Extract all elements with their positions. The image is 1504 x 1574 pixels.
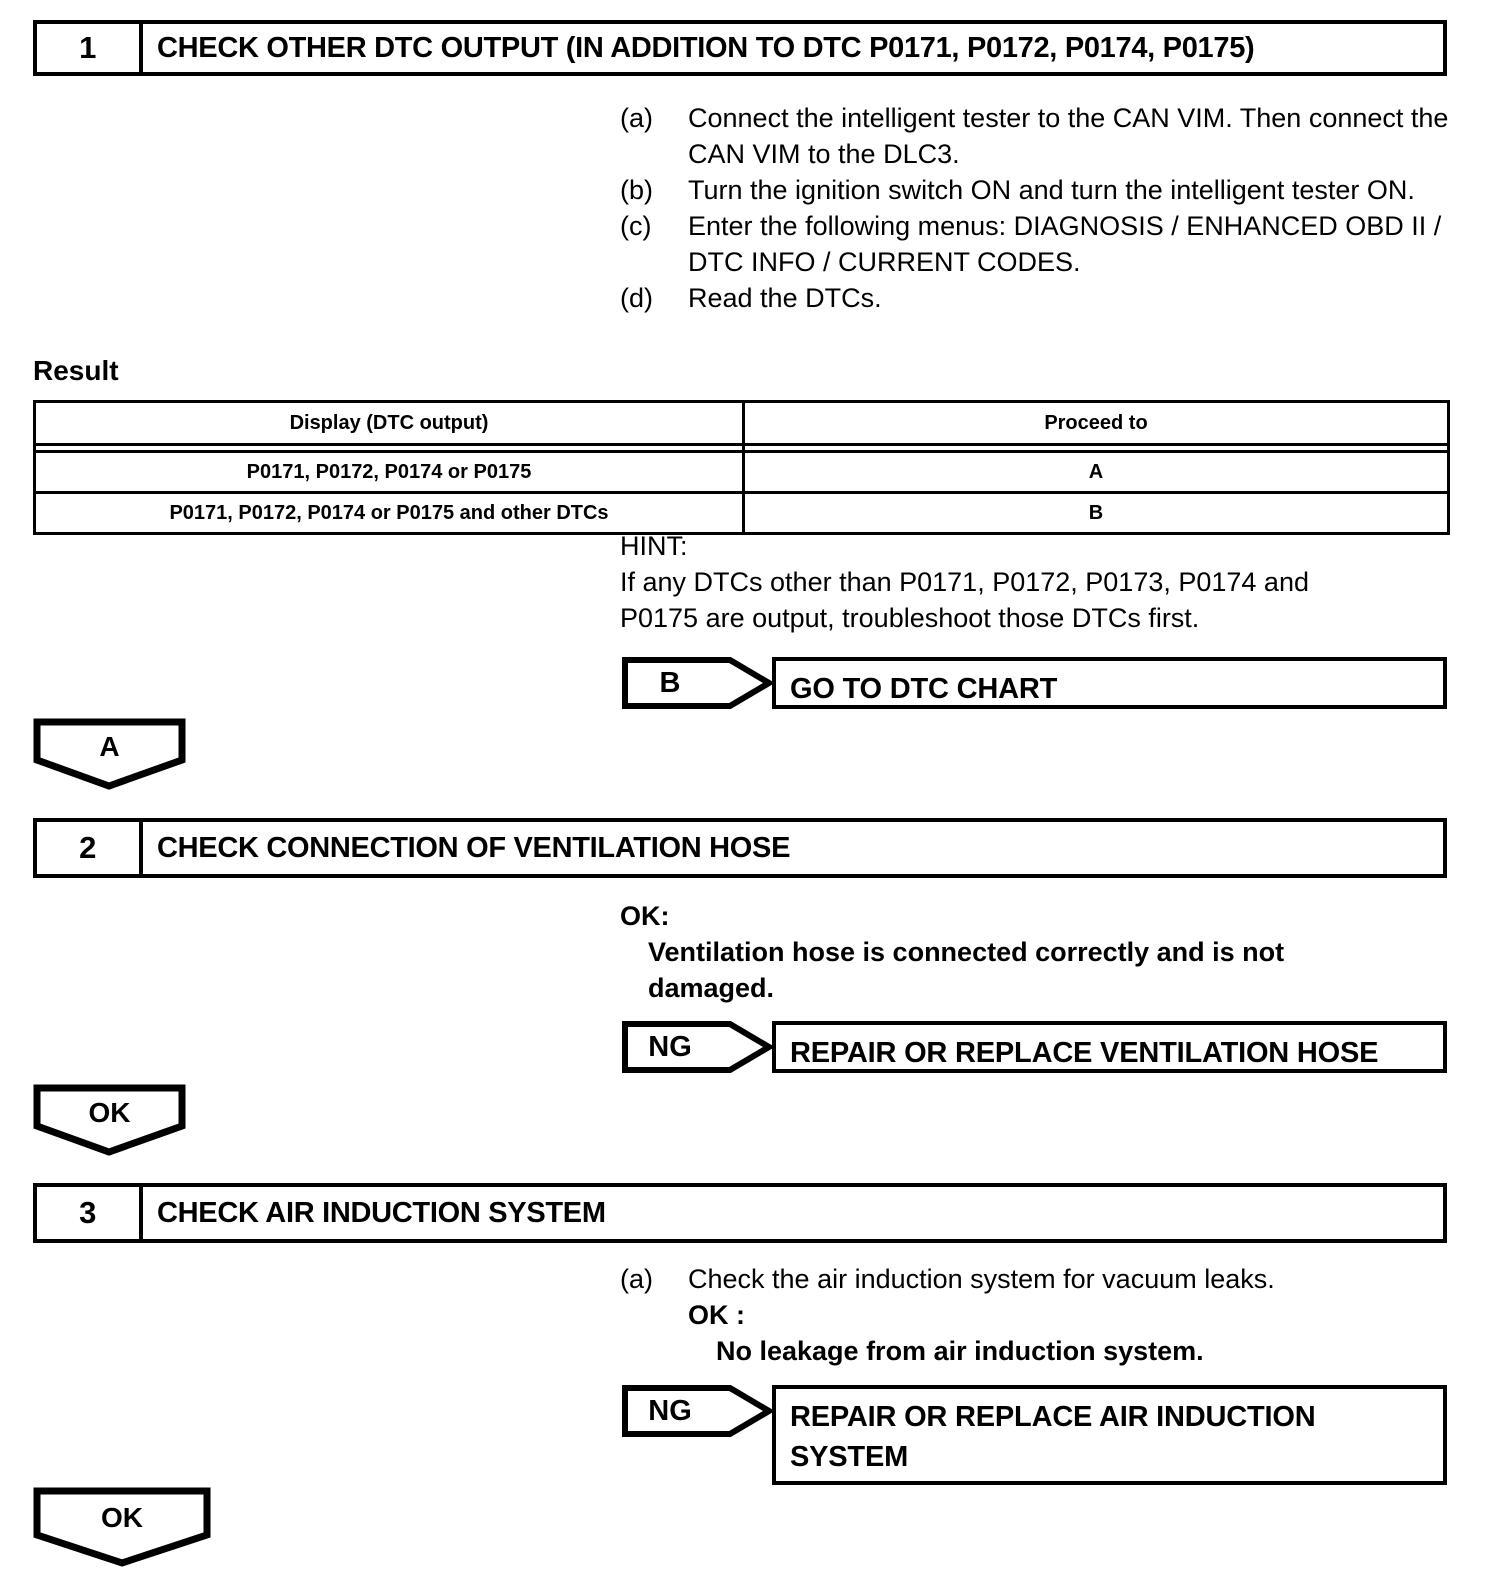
procedure-item: (c) Enter the following menus: DIAGNOSIS… (620, 208, 1450, 280)
branch-ng-air-induction: NG REPAIR OR REPLACE AIR INDUCTION SYSTE… (622, 1385, 1447, 1485)
table-row: P0171, P0172, P0174 or P0175 A (33, 450, 1450, 494)
procedure-item: (b) Turn the ignition switch ON and turn… (620, 172, 1450, 208)
table-header-row: Display (DTC output) Proceed to (33, 400, 1450, 446)
result-label: Result (33, 355, 119, 386)
branch-label: NG (648, 1030, 692, 1063)
branch-action-box: REPAIR OR REPLACE AIR INDUCTION SYSTEM (772, 1385, 1447, 1485)
step-number-2: 2 (37, 822, 143, 874)
branch-b-go-to-dtc-chart: B GO TO DTC CHART (622, 657, 1447, 709)
connector-label: OK (88, 1097, 131, 1128)
chevron-right-icon (622, 657, 772, 709)
step-header-3: 3 CHECK AIR INDUCTION SYSTEM (33, 1183, 1447, 1243)
connector-label: OK (101, 1502, 143, 1533)
pentagon-down-icon (33, 718, 186, 790)
table-row: P0171, P0172, P0174 or P0175 and other D… (33, 491, 1450, 535)
table-header-cell: Proceed to (742, 400, 1450, 446)
branch-chevron: NG (622, 1385, 772, 1437)
table-cell-proceed: A (742, 450, 1450, 494)
procedure-text: Connect the intelligent tester to the CA… (688, 103, 1449, 169)
table-header-cell: Display (DTC output) (33, 400, 745, 446)
branch-action-box: REPAIR OR REPLACE VENTILATION HOSE (772, 1021, 1447, 1073)
step-title-3: CHECK AIR INDUCTION SYSTEM (157, 1196, 606, 1229)
procedure-item: (a) Check the air induction system for v… (620, 1261, 1450, 1297)
chevron-right-icon (622, 1385, 772, 1437)
procedure-marker: (c) (620, 211, 652, 241)
ok-title: OK: (620, 901, 670, 931)
branch-chevron: NG (622, 1021, 772, 1073)
procedure-item: (a) Connect the intelligent tester to th… (620, 100, 1450, 172)
procedure-text: Check the air induction system for vacuu… (688, 1264, 1275, 1294)
chevron-right-icon (622, 1021, 772, 1073)
procedure-marker: (a) (620, 1264, 653, 1294)
table-cell-proceed: B (742, 491, 1450, 535)
table-cell-display: P0171, P0172, P0174 or P0175 and other D… (33, 491, 745, 535)
procedure-text: Enter the following menus: DIAGNOSIS / E… (688, 211, 1442, 277)
pentagon-down-icon (33, 1084, 186, 1156)
procedure-marker: (a) (620, 103, 653, 133)
hint-line-2: P0175 are output, troubleshoot those DTC… (620, 603, 1200, 633)
ok-line-2: damaged. (648, 973, 775, 1003)
branch-action-text: REPAIR OR REPLACE AIR INDUCTION (790, 1401, 1316, 1433)
procedure-marker: (b) (620, 175, 653, 205)
connector-ok-1: OK (33, 1084, 186, 1156)
result-table: Display (DTC output) Proceed to P0171, P… (33, 400, 1450, 535)
branch-action-box: GO TO DTC CHART (772, 657, 1447, 709)
branch-ng-ventilation-hose: NG REPAIR OR REPLACE VENTILATION HOSE (622, 1021, 1447, 1073)
hint-line-1: If any DTCs other than P0171, P0172, P01… (620, 567, 1309, 597)
procedure-text: Read the DTCs. (688, 283, 882, 313)
procedure-list-step-1: (a) Connect the intelligent tester to th… (620, 100, 1450, 316)
ok-text: No leakage from air induction system. (716, 1336, 1204, 1366)
step-number-1: 1 (37, 24, 143, 72)
table-cell-display: P0171, P0172, P0174 or P0175 (33, 450, 745, 494)
branch-label: B (659, 666, 681, 699)
connector-ok-2: OK (33, 1487, 211, 1567)
procedure-text: Turn the ignition switch ON and turn the… (688, 175, 1415, 205)
branch-action-text: REPAIR OR REPLACE VENTILATION HOSE (790, 1037, 1379, 1069)
pentagon-down-icon (33, 1487, 211, 1567)
procedure-item: (d) Read the DTCs. (620, 280, 1450, 316)
branch-chevron: B (622, 657, 772, 709)
step-title-2: CHECK CONNECTION OF VENTILATION HOSE (157, 831, 791, 864)
branch-action-text: GO TO DTC CHART (790, 673, 1058, 705)
connector-a: A (33, 718, 186, 790)
ok-title: OK : (688, 1300, 745, 1330)
table-double-rule (33, 444, 1450, 452)
branch-action-text-2: SYSTEM (790, 1441, 909, 1473)
step-number-3: 3 (37, 1187, 143, 1239)
branch-label: NG (648, 1394, 692, 1427)
procedure-marker: (d) (620, 283, 653, 313)
step-header-2: 2 CHECK CONNECTION OF VENTILATION HOSE (33, 818, 1447, 878)
step-header-1: 1 CHECK OTHER DTC OUTPUT (IN ADDITION TO… (33, 20, 1447, 76)
step-title-1: CHECK OTHER DTC OUTPUT (IN ADDITION TO D… (157, 31, 1255, 64)
procedure-list-step-3: (a) Check the air induction system for v… (620, 1261, 1450, 1369)
hint-block: HINT: If any DTCs other than P0171, P017… (620, 528, 1450, 636)
hint-title: HINT: (620, 531, 688, 561)
ok-line-1: Ventilation hose is connected correctly … (648, 937, 1285, 967)
step-2-ok-block: OK: Ventilation hose is connected correc… (620, 898, 1450, 1006)
connector-label: A (99, 731, 120, 762)
